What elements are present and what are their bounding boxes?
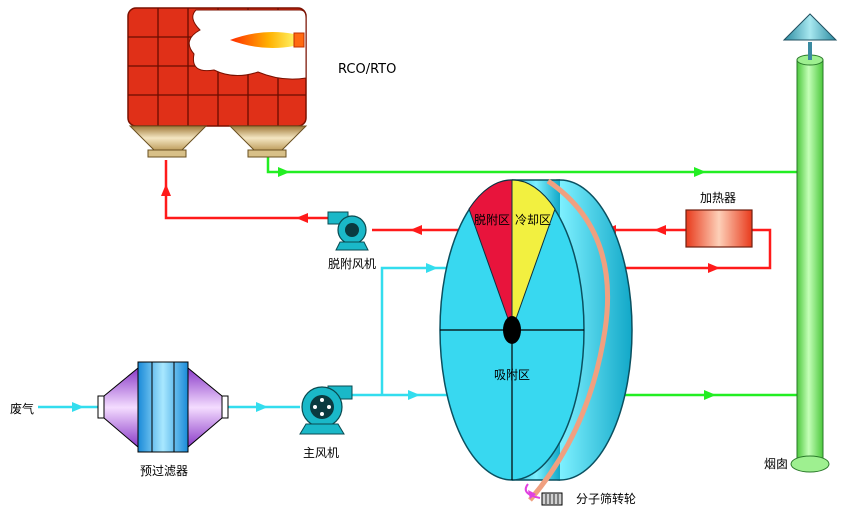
chimney-label: 烟囱: [764, 457, 788, 471]
filter-right-cone: [187, 366, 223, 449]
desorption-fan-label: 脱附风机: [328, 256, 376, 271]
desorption-zone: [468, 179, 513, 331]
zeolite-rotor-wheel: [439, 178, 633, 502]
chimney-stack: [796, 59, 824, 465]
zeolite-wheel-label: 分子筛转轮: [576, 491, 636, 506]
cool-to-heater-pipe: [600, 228, 772, 270]
heater-label: 加热器: [700, 191, 736, 205]
motor-icon: [524, 483, 563, 506]
adsorption-zone-label: 吸附区: [494, 368, 530, 382]
rco-rto-label: RCO/RTO: [338, 62, 396, 77]
arrow-icon: [694, 167, 706, 177]
fan-to-rco-pipe: [164, 160, 330, 220]
arrow-icon: [410, 225, 422, 235]
heater-box: [685, 209, 753, 248]
right-hopper: [228, 125, 308, 151]
arrow-icon: [256, 402, 268, 412]
arrow-icon: [296, 213, 308, 223]
heater: [685, 209, 753, 248]
cooling-zone: [511, 179, 556, 331]
pre-filter-label: 预过滤器: [140, 464, 188, 478]
burner-nozzle: [293, 32, 305, 48]
arrow-icon: [654, 225, 666, 235]
flame-icon: [230, 32, 294, 48]
clean-exhaust-pipe: [266, 156, 798, 174]
waste-gas-label: 废气: [10, 401, 34, 416]
main-fan-label: 主风机: [303, 446, 339, 460]
filter-core: [137, 361, 189, 453]
main-fan: [299, 385, 353, 435]
pre-filter: [97, 361, 229, 453]
arrow-icon: [704, 390, 716, 400]
left-hopper: [128, 125, 208, 151]
rco-rto-unit: [127, 7, 308, 158]
arrow-icon: [278, 167, 290, 177]
cooling-zone-label: 冷却区: [515, 213, 551, 227]
filter-left-cone: [103, 366, 139, 449]
arrow-icon: [161, 184, 171, 196]
arrow-icon: [72, 402, 84, 412]
desorption-fan: [327, 211, 369, 251]
chimney-cap-icon: [782, 13, 838, 41]
wheel-hub: [503, 316, 521, 344]
arrow-icon: [708, 263, 720, 273]
arrow-icon: [408, 390, 420, 400]
flow-arrows: [72, 167, 720, 412]
drive-belt: [528, 178, 611, 502]
desorption-zone-label: 脱附区: [474, 212, 510, 227]
arrow-icon: [426, 263, 438, 273]
chimney: [782, 13, 838, 473]
